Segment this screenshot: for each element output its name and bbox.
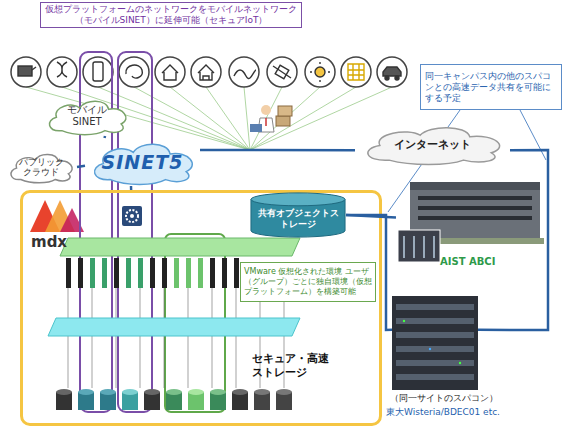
callout-box: 仮想プラットフォームのネットワークをモバイルネットワーク（モバイルSINET）に… — [40, 2, 302, 28]
storage-disks — [56, 389, 292, 410]
node-text: SINET5 — [102, 151, 184, 173]
wisteria-photo — [392, 296, 478, 390]
node-text: 東大Wisteria/BDEC01 etc. — [386, 406, 500, 419]
abci-photo — [398, 182, 544, 262]
node-text: インターネット — [394, 137, 471, 152]
network-cloud: SINET5 — [85, 138, 200, 186]
sensor-lines — [26, 87, 392, 150]
cloud-shape — [11, 154, 72, 182]
network-link — [103, 136, 106, 138]
node-text: 共有オブジェクトストレージ — [250, 200, 346, 230]
network-link — [346, 215, 392, 330]
network-cloud: パブリック クラウド — [5, 150, 77, 184]
platform-box: mdx 共有オブジェクトストレージ VMware 仮想化された環境 ユーザ（グループ… — [20, 190, 382, 426]
gateway-gear — [122, 206, 142, 226]
network-cloud: インターネット — [355, 122, 510, 166]
cloud-shape — [368, 128, 500, 165]
node-text: 仮想プラットフォームのネットワークをモバイルネットワーク（モバイルSINET）に… — [45, 4, 297, 26]
operator-figure — [250, 105, 292, 132]
node-text: AIST ABCI — [440, 256, 495, 267]
network-cloud: モバイル SINET — [42, 96, 132, 136]
cloud-shape — [95, 144, 193, 184]
network-link — [478, 150, 548, 330]
callout-box: VMware 仮想化された環境 ユーザ（グループ）ごとに独自環境（仮想プラットフ… — [240, 262, 376, 302]
supercomputer: AIST ABCI — [396, 178, 542, 270]
supercomputer: （同一サイトのスパコン）東大Wisteria/BDEC01 etc. — [392, 296, 478, 426]
network-link — [77, 166, 85, 167]
node-text: VMware 仮想化された環境 ユーザ（グループ）ごとに独自環境（仮想プラットフ… — [244, 267, 372, 297]
node-text: パブリック クラウド — [15, 157, 67, 177]
cloud-shape — [49, 101, 126, 135]
cylinder-top — [251, 193, 345, 206]
node-text: （同一サイトのスパコン） — [390, 392, 498, 405]
node-text: 同一キャンパス内の他のスパコンとの高速データ共有を可能にする予定 — [425, 71, 557, 104]
icon-glyphs — [18, 62, 401, 82]
label-text: セキュア・高速ストレージ — [252, 352, 334, 380]
network-link — [346, 215, 396, 218]
network-link — [130, 186, 133, 190]
callout-box: 同一キャンパス内の他のスパコンとの高速データ共有を可能にする予定 — [420, 64, 562, 110]
object-storage: 共有オブジェクトストレージ — [250, 192, 346, 238]
node-text: モバイル SINET — [61, 104, 113, 128]
network-link — [200, 149, 355, 152]
iot-icons — [11, 57, 407, 87]
compute-layer — [48, 238, 300, 388]
mdx-logo — [30, 200, 84, 232]
node-text: mdx — [31, 233, 67, 251]
